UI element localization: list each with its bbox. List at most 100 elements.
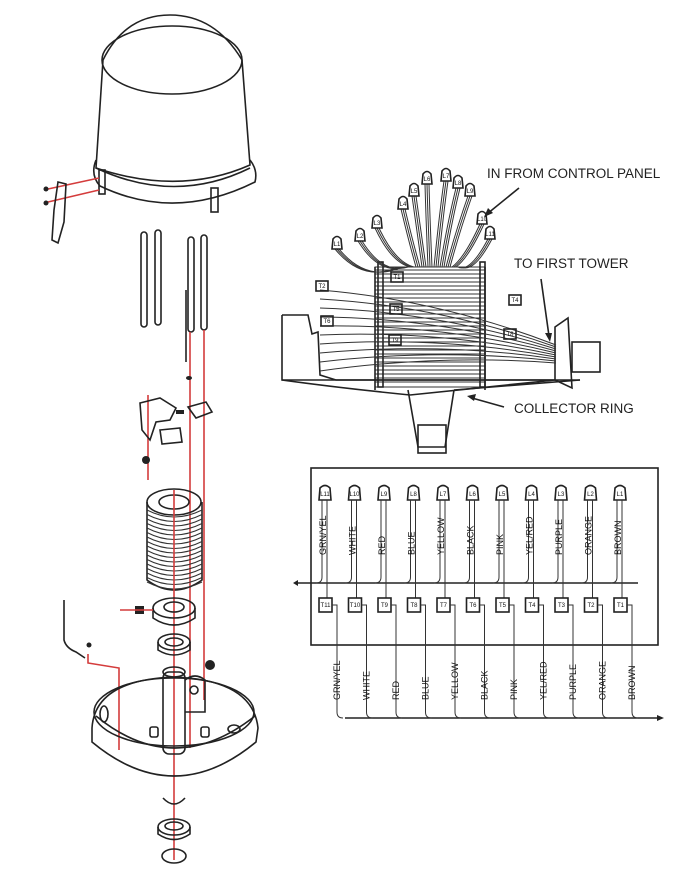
output-terminal-label: T3 (558, 603, 566, 609)
lead-tag: L10 (477, 217, 488, 223)
lead-connector: L11 (484, 225, 496, 240)
l-wrench (63, 600, 120, 750)
output-terminal-label: T6 (469, 603, 477, 609)
bundle-wire (319, 333, 557, 356)
terminal-tag: T2 (318, 284, 326, 290)
lead-wire (374, 227, 411, 268)
lead-tag: L8 (455, 181, 462, 187)
terminal-tag: T1 (393, 275, 401, 281)
callout-arrows (467, 187, 552, 408)
terminal-tag: T4 (511, 298, 519, 304)
output-terminal-label: T11 (321, 603, 332, 609)
output-wire-color: ORANGE (598, 661, 608, 700)
latch-assembly (43, 177, 100, 245)
bundle-wire (319, 316, 557, 352)
lead-connector: L1 (331, 235, 343, 250)
cutaway-terminal: T8 (503, 328, 517, 340)
lead-wire (400, 208, 417, 268)
input-terminal-label: L5 (499, 492, 506, 498)
input-terminal-label: L10 (349, 492, 360, 498)
input-wire-color: RED (377, 535, 387, 555)
lead-wire (445, 195, 469, 268)
output-wire-color: RED (391, 680, 401, 700)
cutaway-terminal: T1 (390, 271, 404, 283)
lead-wire (453, 223, 483, 268)
bundle-wire (319, 348, 557, 360)
lead-wire (435, 180, 447, 268)
lead-connector: L7 (440, 167, 452, 182)
lead-connector: L9 (464, 182, 476, 197)
lead-tag: L11 (485, 232, 495, 238)
control-panel-label: IN FROM CONTROL PANEL (487, 166, 661, 181)
wire-bundle (319, 180, 557, 372)
brush-bracket (139, 395, 214, 480)
collector-ring-stack (146, 488, 203, 860)
first-tower-label: TO FIRST TOWER (514, 256, 629, 271)
bundle-wire (319, 354, 557, 363)
input-wire-color: YEL/RED (525, 516, 535, 555)
lead-wire (424, 183, 429, 268)
terminal-tag: T8 (506, 332, 514, 338)
output-terminal-label: T4 (528, 603, 536, 609)
lead-connector: L2 (354, 227, 366, 242)
bundle-wire (319, 307, 557, 350)
input-wire-color: BLACK (466, 525, 476, 555)
input-terminal-label: L1 (617, 492, 624, 498)
lead-connector: L8 (452, 174, 464, 189)
output-terminal-label: T8 (410, 603, 418, 609)
lead-tag: L5 (411, 189, 418, 195)
input-wire-color: ORANGE (584, 516, 594, 555)
bundle-wire (319, 341, 557, 358)
output-terminal-label: T2 (587, 603, 595, 609)
input-terminal-label: L4 (528, 492, 535, 498)
lead-wire (439, 187, 457, 268)
lead-connector: L5 (408, 182, 420, 197)
lead-tag: L2 (357, 234, 364, 240)
lead-wire (361, 240, 409, 269)
terminal-tag: T5 (392, 307, 400, 313)
input-wire-color: GRN/YEL (318, 515, 328, 555)
lead-tag: L6 (424, 177, 431, 183)
lead-connector: L3 (371, 214, 383, 229)
output-wire-color: BLACK (480, 670, 490, 700)
output-terminal-label: T9 (381, 603, 389, 609)
cutaway-terminal: T2 (315, 280, 329, 292)
bottom-seal (157, 818, 191, 841)
output-wire-color: PURPLE (568, 664, 578, 700)
input-wire-color: WHITE (348, 526, 358, 555)
dome-cover (92, 14, 257, 213)
output-wire-color: YEL/RED (539, 661, 549, 700)
output-wire-color: PINK (509, 679, 519, 700)
cutaway-terminal: T5 (389, 303, 403, 315)
lead-wire (378, 227, 415, 268)
input-terminal-label: L9 (381, 492, 388, 498)
lead-connector: L4 (397, 195, 409, 210)
input-terminal-label: L6 (469, 492, 476, 498)
input-terminal-label: L8 (410, 492, 417, 498)
input-terminal-label: L3 (558, 492, 565, 498)
input-wire-color: BLUE (407, 531, 417, 555)
lead-wire (437, 180, 449, 268)
lead-connector: L6 (421, 170, 433, 185)
bundle-wire (319, 325, 557, 354)
lead-wire (415, 195, 427, 268)
lead-tag: L4 (400, 202, 407, 208)
lead-tag: L1 (334, 242, 341, 248)
lead-tag: L3 (374, 221, 381, 227)
lead-wire (413, 195, 425, 268)
output-wire-color: BROWN (627, 666, 637, 701)
